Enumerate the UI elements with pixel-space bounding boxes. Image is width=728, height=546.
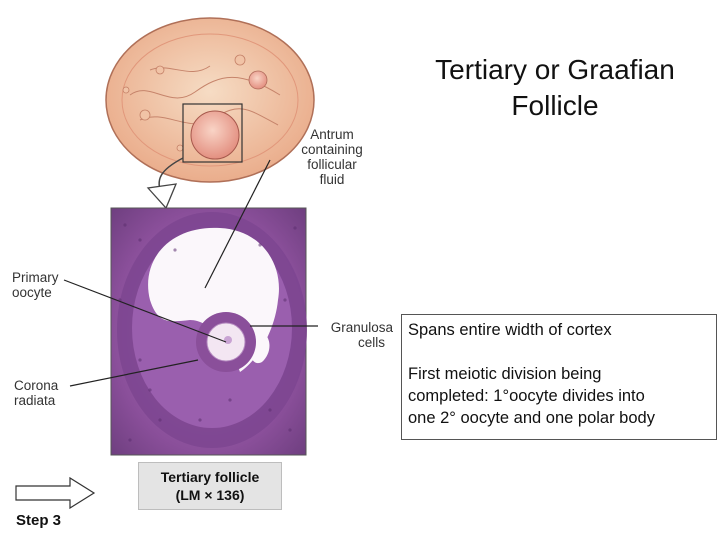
antrum-leader [204, 159, 271, 289]
slide-title: Tertiary or Graafian Follicle [435, 54, 675, 121]
info-text-box: Spans entire width of cortex First meiot… [401, 314, 717, 440]
granulosa-label: Granulosa cells [330, 320, 393, 350]
info-line-3: completed: 1°oocyte divides into [408, 387, 645, 405]
leader-lines [63, 159, 318, 387]
micrograph [110, 207, 307, 456]
antrum-label: Antrum containing follicular fluid [301, 127, 363, 187]
primary-oocyte-leader [63, 279, 227, 343]
zoom-arrow-head [146, 183, 178, 210]
info-line-4: one 2° oocyte and one polar body [408, 409, 655, 427]
ovary-illustration [105, 17, 315, 183]
primary-oocyte-label: Primary oocyte [12, 270, 59, 300]
corona-leader [69, 359, 199, 387]
micrograph-caption: Tertiary follicle (LM × 136) [138, 462, 282, 510]
info-line-2: First meiotic division being [408, 365, 602, 383]
corona-radiata-label: Corona radiata [14, 378, 59, 408]
info-line-1: Spans entire width of cortex [408, 321, 612, 339]
step-arrow-icon [15, 476, 96, 510]
step-label: Step 3 [16, 512, 62, 529]
